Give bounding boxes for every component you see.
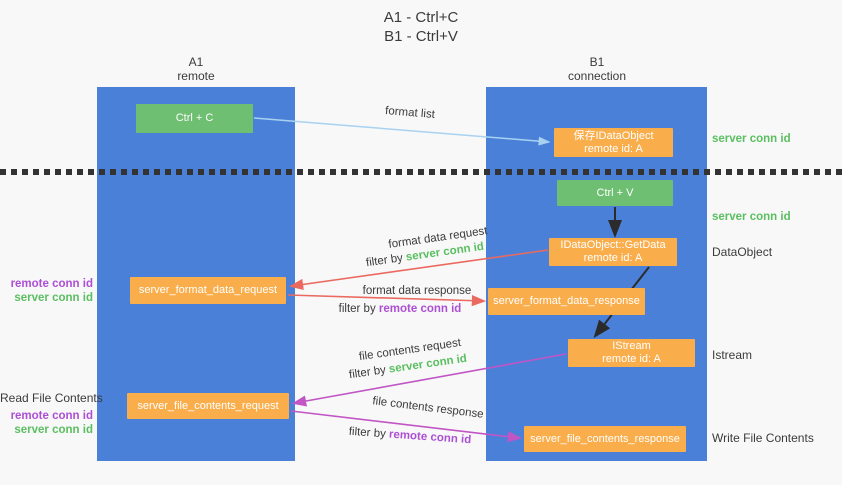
node-server-format-data-response-label: server_format_data_response: [493, 295, 640, 307]
annotation-dataobject: DataObject: [712, 245, 773, 259]
annotation-istream: Istream: [712, 348, 753, 362]
node-istream: IStream remote id: A: [568, 339, 695, 367]
edge-label-format-list: format list: [384, 105, 436, 121]
node-istream-line1: IStream: [612, 340, 651, 352]
node-getdata-line1: IDataObject::GetData: [560, 239, 666, 251]
edge-label-filter-remote-conn-1: filter by remote conn id: [320, 303, 480, 315]
annotation-remote-conn-id-top: remote conn id: [10, 278, 93, 290]
node-save-idataobject: 保存IDataObject remote id: A: [554, 128, 673, 157]
annotation-read-file-contents: Read File Contents: [0, 391, 103, 405]
column-a1-name: A1: [188, 55, 204, 69]
node-server-file-contents-request: server_file_contents_request: [127, 393, 289, 419]
node-istream-line2: remote id: A: [602, 353, 661, 365]
edge-label-file-contents-response: file contents response: [371, 395, 485, 421]
remote-conn-id-text: remote conn id: [378, 303, 462, 315]
edge-label-format-data-response: format data response: [362, 285, 472, 297]
node-ctrl-c-label: Ctrl + C: [175, 112, 214, 124]
annotation-server-conn-id-bottom: server conn id: [14, 424, 93, 436]
node-ctrl-v: Ctrl + V: [557, 180, 673, 206]
annotation-write-file-contents: Write File Contents: [712, 431, 814, 445]
filter-by-text: filter by: [348, 425, 390, 441]
node-server-file-contents-response-label: server_file_contents_response: [530, 432, 680, 445]
node-getdata-line2: remote id: A: [583, 252, 643, 264]
column-b1-name: B1: [589, 55, 605, 69]
annotation-server-conn-id-save: server conn id: [712, 133, 791, 145]
node-server-format-data-request: server_format_data_request: [130, 277, 286, 304]
session-divider-dotted-line: [0, 169, 842, 175]
title-line-2: B1 - Ctrl+V: [384, 28, 458, 45]
remote-conn-id-text: remote conn id: [388, 428, 472, 447]
node-idataobject-getdata: IDataObject::GetData remote id: A: [549, 238, 677, 266]
node-server-file-contents-request-label: server_file_contents_request: [137, 399, 279, 412]
filter-by-text: filter by: [348, 363, 390, 382]
node-save-idataobject-line2: remote id: A: [584, 142, 643, 155]
column-header-b1: B1 connection: [537, 55, 657, 83]
node-ctrl-v-label: Ctrl + V: [596, 186, 634, 199]
annotation-remote-conn-id-bottom: remote conn id: [10, 410, 93, 422]
annotation-server-conn-id-ctrlv: server conn id: [712, 211, 791, 223]
column-header-a1: A1 remote: [136, 55, 256, 83]
filter-by-text: filter by: [365, 251, 407, 270]
column-b1-subtitle: connection: [567, 69, 627, 83]
diagram-title: A1 - Ctrl+C B1 - Ctrl+V: [0, 8, 842, 46]
node-save-idataobject-line1: 保存IDataObject: [573, 129, 654, 142]
node-server-file-contents-response: server_file_contents_response: [524, 426, 686, 452]
node-server-format-data-response: server_format_data_response: [488, 288, 645, 315]
column-a1-subtitle: remote: [177, 69, 215, 83]
filter-by-text: filter by: [338, 303, 379, 315]
edge-label-filter-remote-conn-2: filter by remote conn id: [330, 424, 490, 447]
title-line-1: A1 - Ctrl+C: [383, 9, 459, 26]
annotation-server-conn-id-top: server conn id: [14, 292, 93, 304]
node-ctrl-c: Ctrl + C: [136, 104, 253, 133]
node-server-format-data-request-label: server_format_data_request: [138, 284, 278, 296]
